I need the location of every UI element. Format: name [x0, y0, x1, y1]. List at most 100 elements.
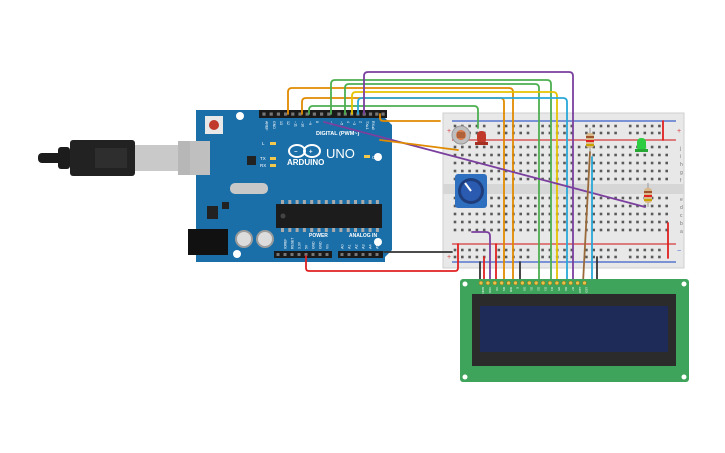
rail-hole[interactable]: [453, 248, 457, 252]
breadboard-hole[interactable]: [504, 196, 508, 200]
breadboard-hole[interactable]: [497, 228, 501, 232]
rail-hole[interactable]: [526, 248, 530, 252]
breadboard-hole[interactable]: [519, 161, 522, 165]
breadboard-hole[interactable]: [577, 161, 581, 165]
breadboard-hole[interactable]: [592, 204, 595, 208]
breadboard-hole[interactable]: [665, 228, 668, 232]
breadboard-hole[interactable]: [548, 196, 552, 200]
resistor-top[interactable]: [586, 128, 594, 152]
rail-hole[interactable]: [468, 248, 471, 252]
breadboard-hole[interactable]: [665, 204, 668, 208]
breadboard-hole[interactable]: [599, 161, 603, 165]
rail-hole[interactable]: [453, 255, 457, 259]
header-pin[interactable]: [291, 112, 295, 116]
breadboard-hole[interactable]: [519, 145, 522, 149]
breadboard-hole[interactable]: [643, 161, 647, 165]
breadboard-hole[interactable]: [665, 153, 668, 157]
breadboard-hole[interactable]: [497, 196, 501, 200]
breadboard-hole[interactable]: [534, 169, 537, 173]
header-pin[interactable]: [298, 112, 302, 116]
breadboard-hole[interactable]: [592, 196, 595, 200]
breadboard-hole[interactable]: [577, 204, 581, 208]
breadboard-hole[interactable]: [650, 153, 654, 157]
breadboard-hole[interactable]: [497, 169, 501, 173]
rail-hole[interactable]: [628, 131, 632, 135]
breadboard-hole[interactable]: [541, 161, 544, 165]
rail-hole[interactable]: [548, 124, 552, 128]
breadboard-hole[interactable]: [665, 212, 668, 216]
header-pin[interactable]: [284, 112, 288, 116]
rail-hole[interactable]: [548, 131, 552, 135]
breadboard-hole[interactable]: [519, 177, 522, 181]
breadboard-hole[interactable]: [534, 145, 537, 149]
header-pin[interactable]: [318, 253, 322, 256]
breadboard-hole[interactable]: [453, 161, 457, 165]
rail-hole[interactable]: [468, 255, 471, 259]
breadboard-hole[interactable]: [453, 145, 457, 149]
wire-red-5v[interactable]: [305, 243, 459, 272]
header-pin[interactable]: [354, 253, 358, 256]
breadboard-hole[interactable]: [643, 228, 647, 232]
breadboard-hole[interactable]: [453, 220, 457, 224]
breadboard-hole[interactable]: [453, 212, 457, 216]
breadboard-hole[interactable]: [497, 161, 501, 165]
breadboard-hole[interactable]: [490, 196, 493, 200]
breadboard-hole[interactable]: [504, 204, 508, 208]
breadboard-hole[interactable]: [482, 220, 486, 224]
breadboard-hole[interactable]: [658, 228, 661, 232]
breadboard-hole[interactable]: [614, 161, 617, 165]
rail-hole[interactable]: [636, 248, 639, 252]
lcd-pin[interactable]: [533, 280, 539, 286]
header-pin[interactable]: [304, 253, 308, 256]
breadboard-hole[interactable]: [563, 153, 566, 157]
breadboard-hole[interactable]: [577, 196, 581, 200]
breadboard-hole[interactable]: [475, 153, 479, 157]
header-pin[interactable]: [311, 253, 315, 256]
lcd-pin[interactable]: [506, 280, 511, 286]
header-pin[interactable]: [340, 253, 344, 256]
arduino-uno-board[interactable]: L TX RX ON − + ARDUINO UNO DIGITAL (PWM~…: [188, 110, 392, 262]
rail-hole[interactable]: [592, 124, 595, 128]
breadboard-holes[interactable]: [453, 124, 668, 259]
rail-hole[interactable]: [614, 124, 617, 128]
breadboard-hole[interactable]: [650, 228, 654, 232]
rail-hole[interactable]: [570, 255, 574, 259]
breadboard-hole[interactable]: [577, 153, 581, 157]
breadboard-hole[interactable]: [658, 145, 661, 149]
breadboard-hole[interactable]: [526, 212, 530, 216]
breadboard-hole[interactable]: [475, 169, 479, 173]
breadboard-hole[interactable]: [636, 220, 639, 224]
breadboard-hole[interactable]: [504, 228, 508, 232]
breadboard-hole[interactable]: [658, 212, 661, 216]
breadboard-hole[interactable]: [592, 228, 595, 232]
breadboard-hole[interactable]: [468, 169, 471, 173]
breadboard-hole[interactable]: [607, 145, 610, 149]
rail-hole[interactable]: [504, 124, 508, 128]
rail-hole[interactable]: [614, 255, 617, 259]
rail-hole[interactable]: [468, 124, 471, 128]
breadboard-hole[interactable]: [497, 153, 501, 157]
breadboard-hole[interactable]: [490, 204, 493, 208]
breadboard-hole[interactable]: [628, 169, 632, 173]
rail-hole[interactable]: [541, 124, 544, 128]
photoresistor[interactable]: [451, 125, 471, 145]
breadboard-hole[interactable]: [504, 145, 508, 149]
rail-hole[interactable]: [504, 131, 508, 135]
rail-hole[interactable]: [643, 255, 647, 259]
breadboard-hole[interactable]: [497, 204, 501, 208]
breadboard-hole[interactable]: [643, 153, 647, 157]
breadboard-hole[interactable]: [628, 228, 632, 232]
breadboard-hole[interactable]: [585, 145, 588, 149]
usb-cable[interactable]: [38, 140, 206, 176]
breadboard-hole[interactable]: [650, 145, 654, 149]
green-led[interactable]: [635, 138, 648, 152]
breadboard-hole[interactable]: [541, 228, 544, 232]
breadboard-hole[interactable]: [599, 228, 603, 232]
breadboard-hole[interactable]: [658, 196, 661, 200]
breadboard-hole[interactable]: [490, 220, 493, 224]
breadboard-hole[interactable]: [599, 169, 603, 173]
rail-hole[interactable]: [607, 255, 610, 259]
breadboard-hole[interactable]: [570, 177, 574, 181]
breadboard-hole[interactable]: [585, 169, 588, 173]
breadboard-hole[interactable]: [650, 220, 654, 224]
